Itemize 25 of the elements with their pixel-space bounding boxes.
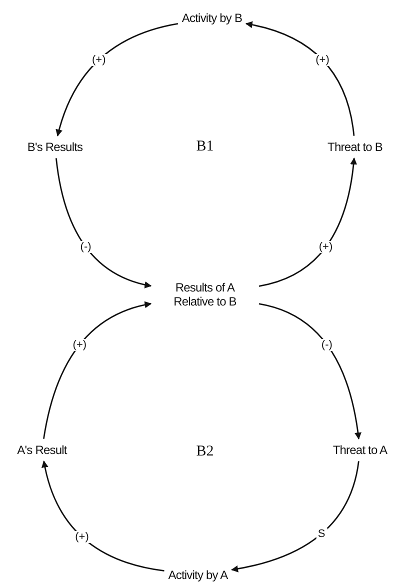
edge-label: (+): [90, 54, 108, 66]
causal-arrow: [231, 461, 360, 572]
edge-label: (+): [316, 241, 335, 254]
causal-arrow: [258, 303, 362, 440]
causal-arrow: [42, 460, 164, 572]
variable-label: Activity by A: [168, 568, 228, 582]
edge-label: (-): [319, 338, 334, 351]
variable-label: Threat to A: [332, 442, 388, 458]
causal-arrow: [43, 302, 152, 439]
edge-label: S: [316, 528, 328, 540]
variable-label: Threat to B: [328, 140, 382, 154]
loop-label: B2: [196, 444, 214, 460]
variable-label: A's Result: [17, 442, 67, 458]
edge-label: (+): [70, 338, 89, 351]
edge-label: (+): [314, 54, 332, 66]
variable-label: B's Results: [27, 140, 83, 154]
edge-label: (+): [73, 531, 91, 543]
edge-label: (-): [78, 241, 94, 254]
causal-arrow: [55, 158, 152, 288]
loop-label: B1: [196, 138, 214, 156]
causal-arrow: [56, 23, 178, 136]
causal-arrow: [258, 158, 357, 287]
causal-arrow: [245, 21, 355, 136]
variable-label: Activity by B: [182, 10, 242, 26]
variable-label: Results of A Relative to B: [155, 280, 255, 310]
